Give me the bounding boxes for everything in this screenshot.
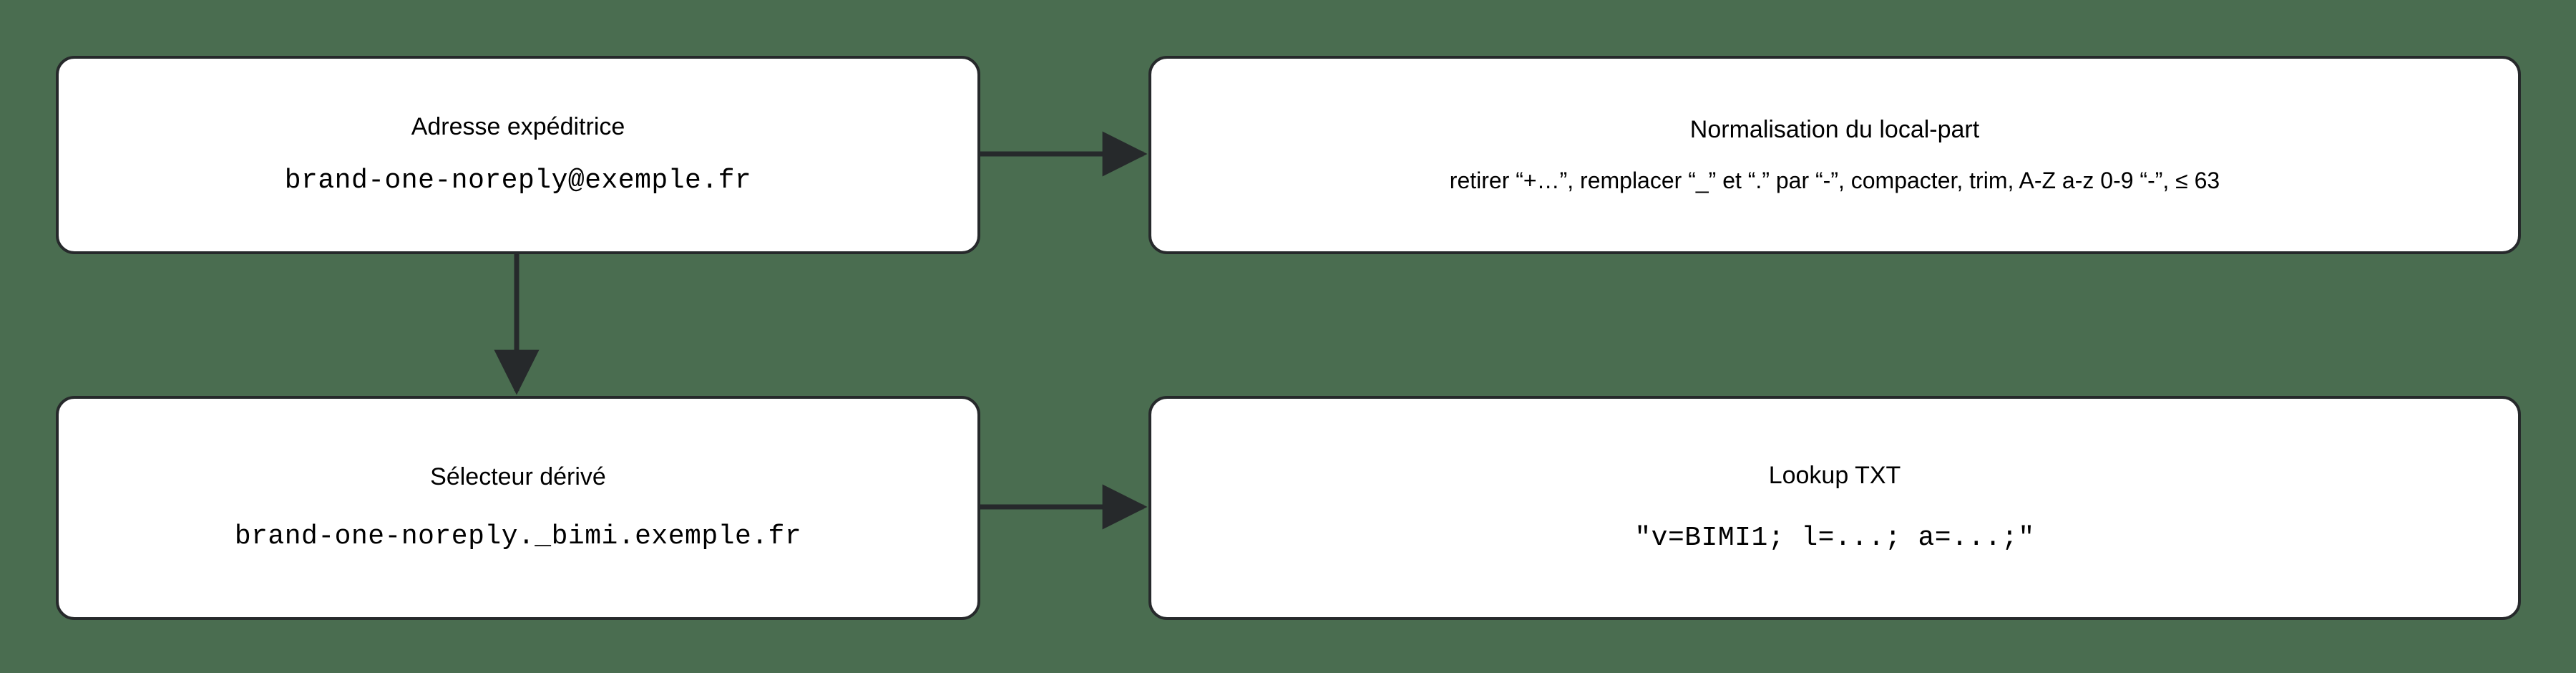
node-adresse-expeditrice[interactable]: Adresse expéditrice brand-one-noreply@ex… bbox=[56, 56, 980, 254]
node-normalisation-local-part[interactable]: Normalisation du local-part retirer “+…”… bbox=[1148, 56, 2521, 254]
node-lookup-txt[interactable]: Lookup TXT "v=BIMI1; l=...; a=...;" bbox=[1148, 396, 2521, 620]
node-sender-value: brand-one-noreply@exemple.fr bbox=[284, 165, 752, 197]
node-selector-title: Sélecteur dérivé bbox=[430, 463, 606, 490]
node-normalize-detail: retirer “+…”, remplacer “_” et “.” par “… bbox=[1449, 167, 2220, 193]
node-selecteur-derive[interactable]: Sélecteur dérivé brand-one-noreply._bimi… bbox=[56, 396, 980, 620]
node-lookup-title: Lookup TXT bbox=[1768, 461, 1901, 489]
node-selector-value: brand-one-noreply._bimi.exemple.fr bbox=[234, 521, 802, 553]
node-normalize-title: Normalisation du local-part bbox=[1689, 116, 1980, 144]
node-lookup-value: "v=BIMI1; l=...; a=...;" bbox=[1634, 523, 2035, 554]
node-sender-title: Adresse expéditrice bbox=[411, 112, 625, 140]
